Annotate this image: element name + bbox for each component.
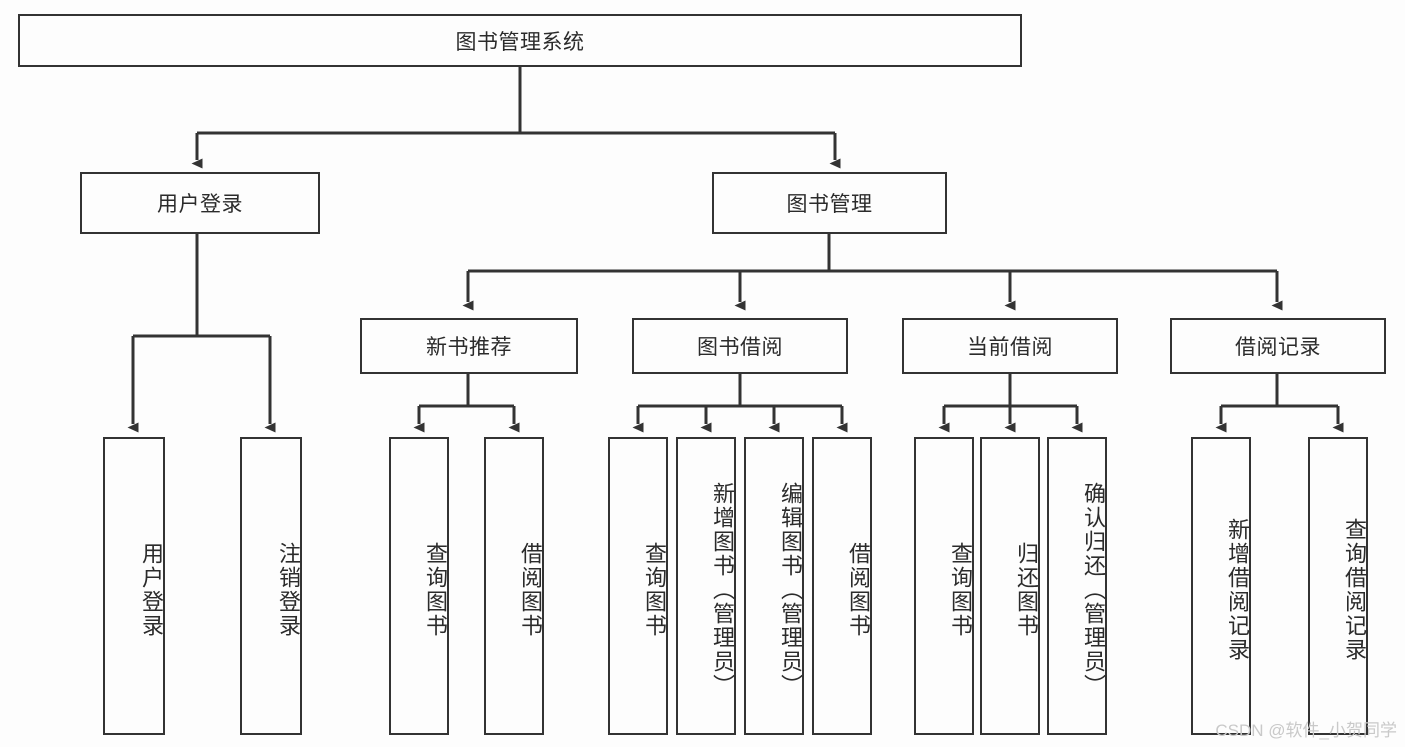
node-label: 借阅图书 <box>846 542 871 638</box>
node-label: 查询图书 <box>642 542 667 638</box>
node-book-borrow[interactable]: 图书借阅 <box>632 318 848 374</box>
node-label: 借阅图书 <box>518 542 543 638</box>
node-leaf-return-book[interactable]: 归还图书 <box>980 437 1040 735</box>
node-label: 新书推荐 <box>426 336 512 359</box>
node-label: 查询图书 <box>948 542 973 638</box>
node-label: 用户登录 <box>139 542 164 638</box>
node-book-management-system[interactable]: 图书管理系统 <box>18 14 1022 67</box>
node-label: 注销登录 <box>276 542 301 638</box>
node-label: 图书借阅 <box>697 336 783 359</box>
node-leaf-add-borrow-record[interactable]: 新增借阅记录 <box>1191 437 1251 735</box>
node-leaf-borrow-book-recommend[interactable]: 借阅图书 <box>484 437 544 735</box>
node-leaf-query-book-current[interactable]: 查询图书 <box>914 437 974 735</box>
node-leaf-user-login[interactable]: 用户登录 <box>103 437 165 735</box>
node-label: 新增图书（管理员） <box>710 482 735 698</box>
node-label: 查询借阅记录 <box>1342 518 1367 662</box>
node-leaf-borrow-book[interactable]: 借阅图书 <box>812 437 872 735</box>
node-label: 新增借阅记录 <box>1225 518 1250 662</box>
node-label: 当前借阅 <box>967 336 1053 359</box>
node-new-book-recommend[interactable]: 新书推荐 <box>360 318 578 374</box>
node-label: 查询图书 <box>423 542 448 638</box>
node-leaf-query-borrow-record[interactable]: 查询借阅记录 <box>1308 437 1368 735</box>
node-leaf-add-book[interactable]: 新增图书（管理员） <box>676 437 736 735</box>
node-label: 图书管理系统 <box>455 30 585 54</box>
node-leaf-confirm-return[interactable]: 确认归还（管理员） <box>1047 437 1107 735</box>
node-leaf-logout[interactable]: 注销登录 <box>240 437 302 735</box>
node-label: 编辑图书（管理员） <box>778 482 803 698</box>
node-leaf-edit-book[interactable]: 编辑图书（管理员） <box>744 437 804 735</box>
node-label: 图书管理 <box>786 193 873 216</box>
node-leaf-query-book-recommend[interactable]: 查询图书 <box>389 437 449 735</box>
node-label: 用户登录 <box>157 193 243 216</box>
node-label: 确认归还（管理员） <box>1081 482 1106 698</box>
node-current-borrow[interactable]: 当前借阅 <box>902 318 1118 374</box>
node-label: 借阅记录 <box>1235 336 1321 359</box>
node-book-management[interactable]: 图书管理 <box>712 172 947 234</box>
node-borrow-record[interactable]: 借阅记录 <box>1170 318 1386 374</box>
node-user-login[interactable]: 用户登录 <box>80 172 320 234</box>
node-leaf-query-book-borrow[interactable]: 查询图书 <box>608 437 668 735</box>
node-label: 归还图书 <box>1014 542 1039 638</box>
